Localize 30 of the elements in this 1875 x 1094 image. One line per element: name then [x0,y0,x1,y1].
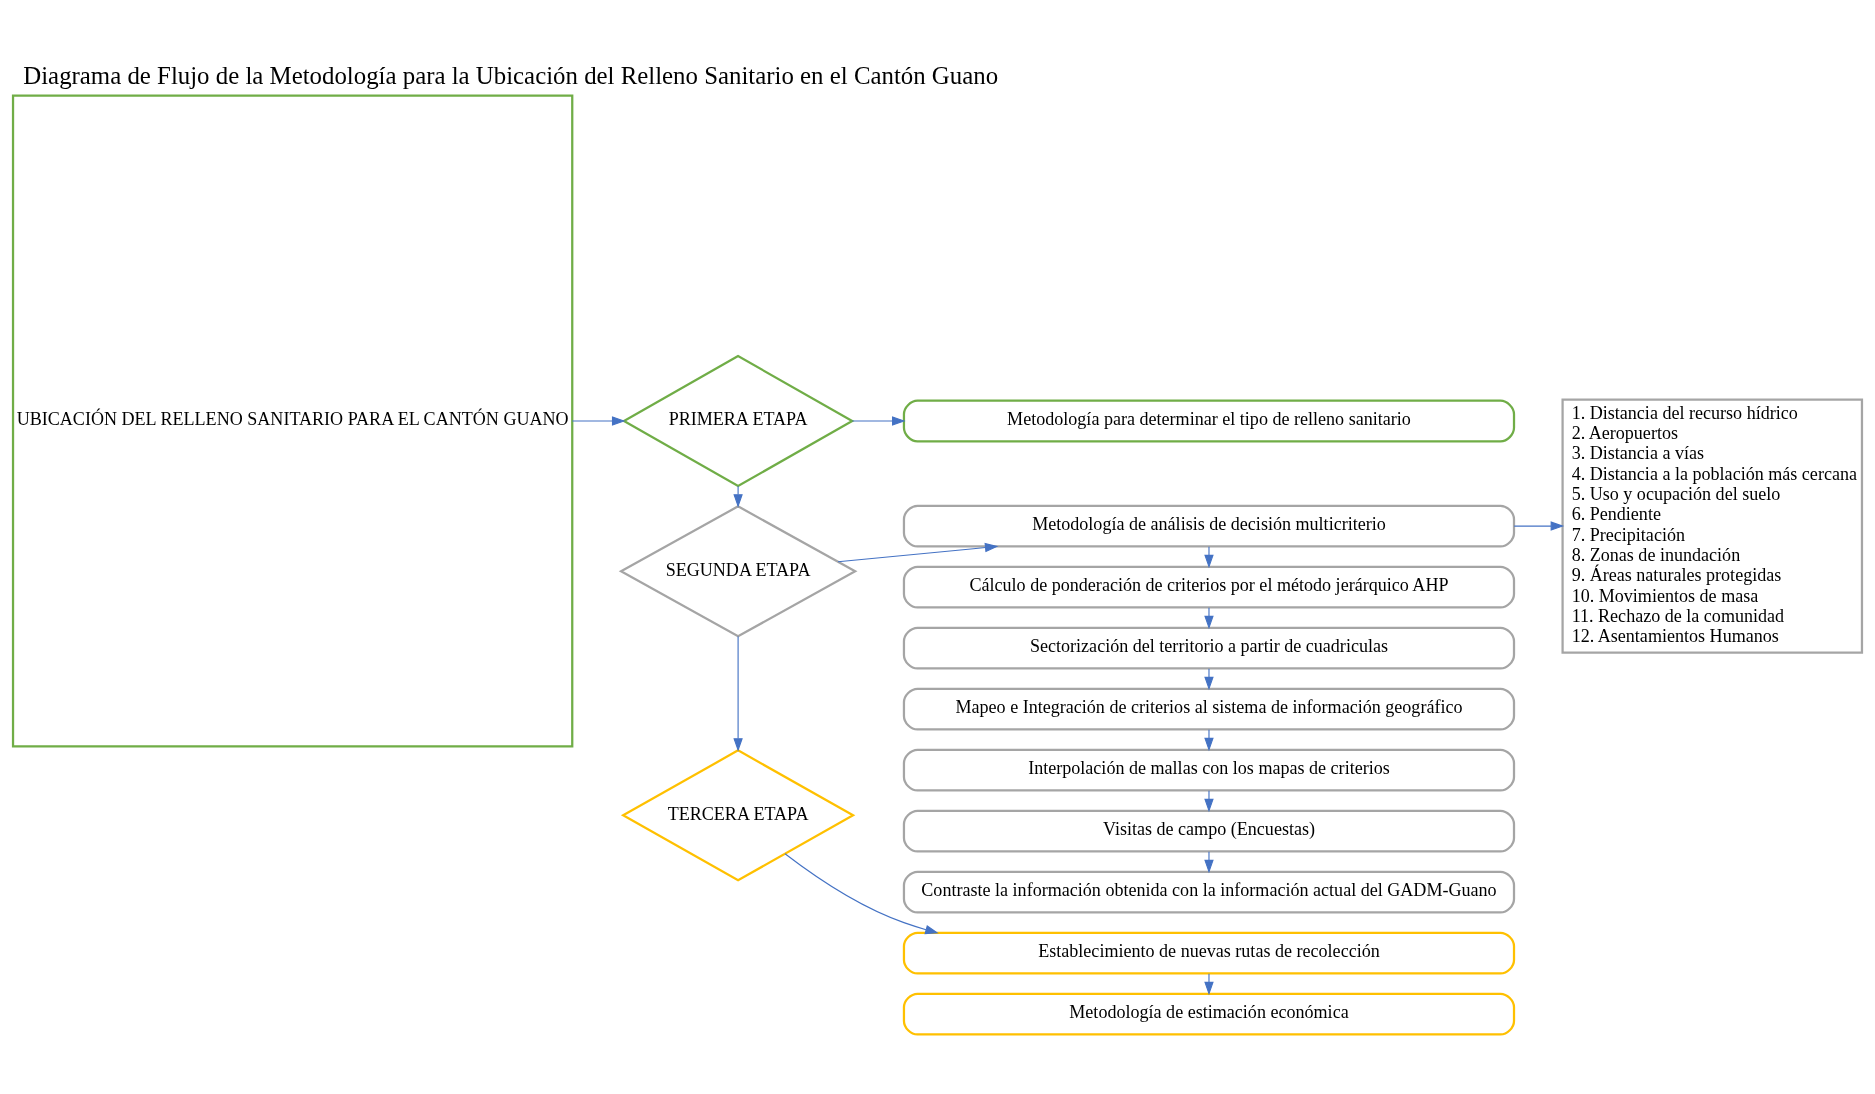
arrow [851,416,906,426]
arrow [1204,851,1214,874]
node-box: Establecimiento de nuevas rutas de recolección [902,931,1516,975]
arrow [1204,607,1214,630]
node-box: Cálculo de ponderación de criterios por el método jerárquico AHP [902,565,1516,609]
node-box: Metodología de estimación económica [902,992,1516,1036]
node-box: Sectorización del territorio a partir de cuadriculas [902,626,1516,670]
node-box: Metodología de análisis de decisión multicriterio [902,504,1516,548]
node-diamond: TERCERA ETAPA [620,749,856,882]
diagram-title: Diagrama de Flujo de la Metodología para la Ubicación del Relleno Sanitario en el Cantón Guano [23,61,999,89]
node-box: Contraste la información obtenida con la información actual del GADM-Guano [902,870,1516,914]
arrow [733,636,743,752]
node-box: Mapeo e Integración de criterios al sistema de información geográfico [902,687,1516,731]
node-diamond: SEGUNDA ETAPA [618,505,858,638]
node-diamond: PRIMERA ETAPA [621,354,855,488]
node-box: Metodología para determinar el tipo de relleno sanitario [902,399,1516,443]
arrow [1204,668,1214,691]
node-box: Visitas de campo (Encuestas) [902,809,1516,853]
node-box: Interpolación de mallas con los mapas de criterios [902,748,1516,792]
arrow [837,542,999,563]
arrow [1204,973,1214,996]
arrow [733,485,743,508]
arrow [1204,790,1214,813]
arrow [1204,546,1214,569]
arrow [571,416,626,426]
node-box: UBICACIÓN DEL RELLENO SANITARIO PARA EL CANTÓN GUANO [11,94,574,748]
arrow [1513,521,1565,531]
arrow [1204,729,1214,752]
arrow [784,853,939,935]
node-box: 1. Distancia del recurso hídrico 2. Aeropuertos 3. Distancia a vías 4. Distancia a la población más cercana 5. Uso y ocupación del suelo 6. Pendiente 7. Precipitación 8. Zonas de inundación 9. Áreas naturales protegidas 10. Movimientos de masa 11. Rechazo de la comunidad 12. Asentamientos Humanos [1561,398,1864,654]
